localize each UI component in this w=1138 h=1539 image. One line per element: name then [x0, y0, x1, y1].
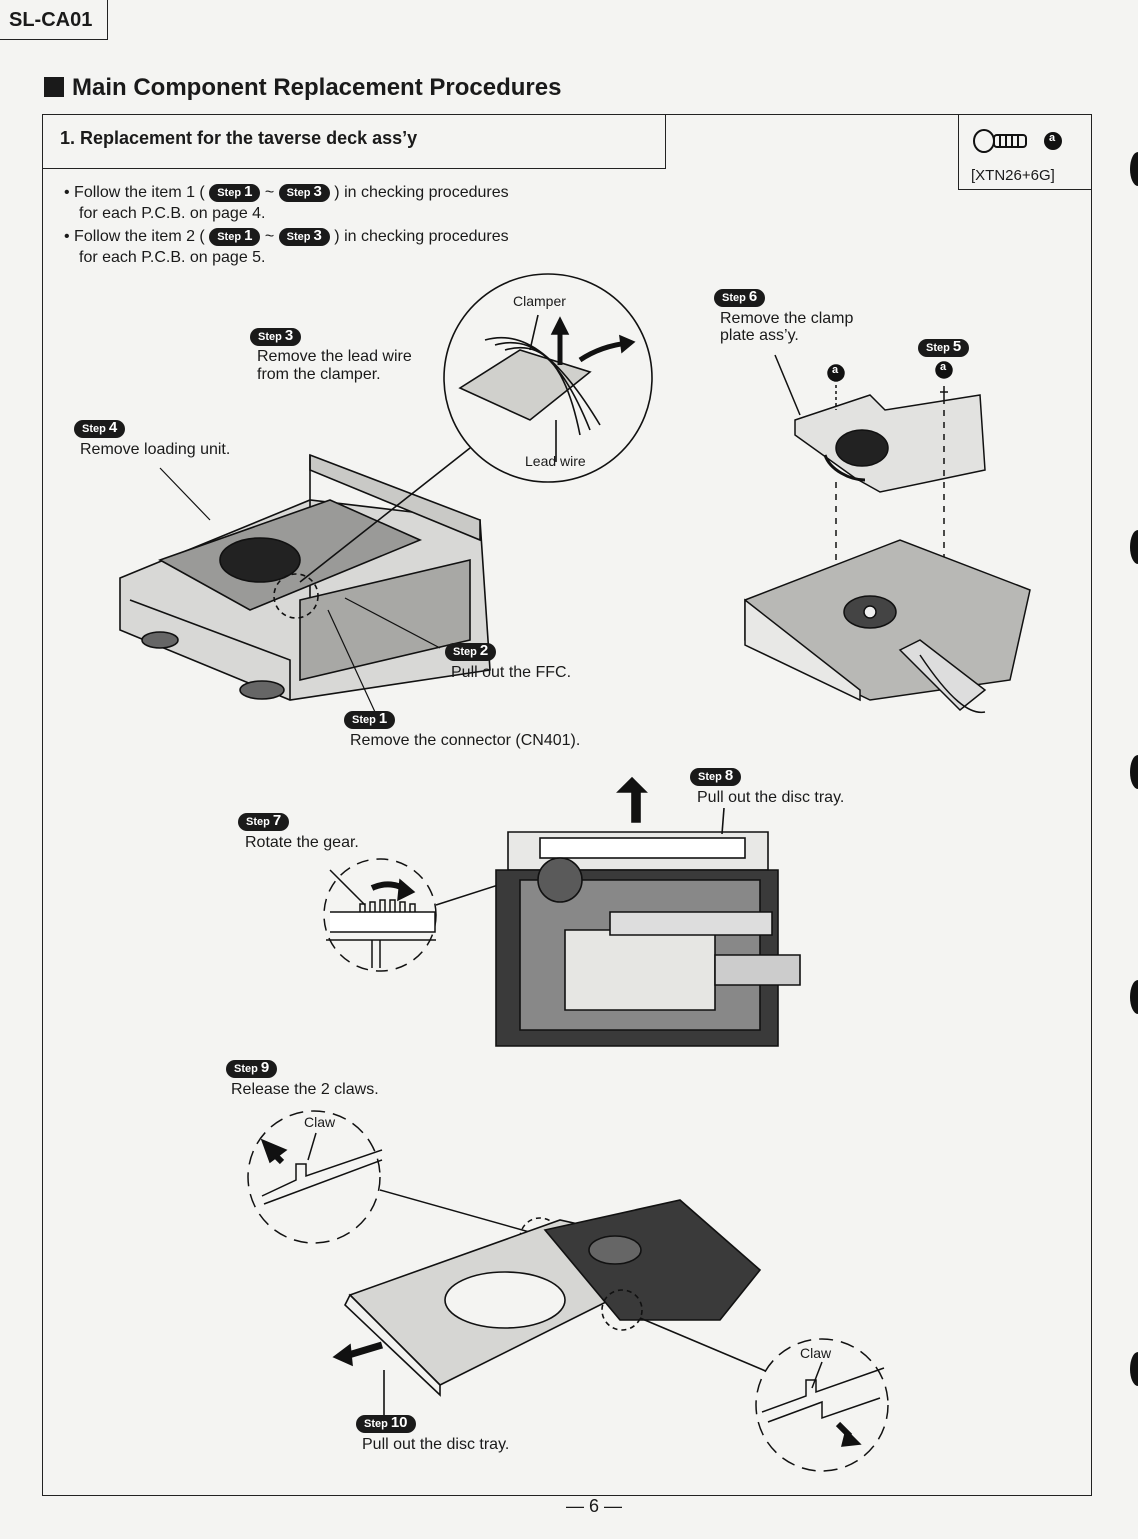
binder-hole-mark: [1130, 530, 1138, 564]
legend-screw-letter: a: [1049, 132, 1056, 144]
procedure-title: 1. Replacement for the taverse deck ass’…: [60, 128, 418, 148]
claw-label-2: Claw: [800, 1345, 832, 1361]
step-6-text-line1: Remove the clamp: [720, 310, 854, 327]
range-separator: ~: [264, 228, 275, 245]
screw-legend-box: [958, 114, 1092, 190]
step-7-text: Rotate the gear.: [245, 834, 359, 851]
step-6-text-line2: plate ass’y.: [720, 327, 799, 344]
binder-hole-mark: [1130, 152, 1138, 186]
instruction-1-line2: for each P.C.B. on page 4.: [79, 205, 266, 222]
traverse-deck-illustration-1: [744, 539, 1031, 714]
range-separator: ~: [264, 184, 275, 201]
leader-lines-top-left: [159, 467, 441, 713]
binder-hole-mark: [1130, 755, 1138, 789]
step-2-text: Pull out the FFC.: [451, 664, 572, 681]
screw-code: [XTN26+6G]: [971, 167, 1055, 184]
instruction-2-suffix: ) in checking procedures: [334, 228, 509, 245]
screw-a-label-2: a: [940, 361, 947, 373]
page-number: — 6 —: [566, 1496, 623, 1516]
step-9-text: Release the 2 claws.: [231, 1081, 379, 1098]
screw-a-label-1: a: [832, 364, 839, 376]
binder-hole-mark: [1130, 980, 1138, 1014]
claw-detail-1: [247, 1110, 561, 1259]
step-8-text: Pull out the disc tray.: [697, 789, 845, 806]
tray-illustration-middle: [495, 776, 801, 1047]
instruction-2-prefix: • Follow the item 2 (: [64, 228, 205, 245]
claw-detail-2: [755, 1338, 889, 1472]
claw-label-1: Claw: [304, 1114, 336, 1130]
step-10-text: Pull out the disc tray.: [362, 1436, 510, 1453]
heading-square-icon: [44, 77, 64, 97]
binder-hole-mark: [1130, 1352, 1138, 1386]
instruction-1-suffix: ) in checking procedures: [334, 184, 509, 201]
step-1-text: Remove the connector (CN401).: [350, 732, 581, 749]
section-title: Main Component Replacement Procedures: [72, 74, 562, 101]
clamper-label: Clamper: [513, 293, 566, 309]
lead-wire-label: Lead wire: [525, 453, 586, 469]
procedure-frame: [42, 114, 1092, 1496]
loading-unit-illustration: [119, 453, 491, 701]
screw-letter-a-icon: [1044, 132, 1062, 150]
gear-detail: [323, 858, 521, 972]
step-4-text: Remove loading unit.: [80, 441, 231, 458]
section-heading: Main Component Replacement Procedures: [44, 74, 561, 102]
screw-icon: [973, 129, 1027, 153]
instruction-1-prefix: • Follow the item 1 (: [64, 184, 205, 201]
step-3-text-line2: from the clamper.: [257, 366, 381, 383]
instruction-2-line2: for each P.C.B. on page 5.: [79, 249, 266, 266]
procedure-title-box: [42, 114, 666, 169]
model-tag: SL-CA01: [0, 0, 108, 40]
step-3-text-line1: Remove the lead wire: [257, 348, 412, 365]
tray-illustration-bottom: [332, 1199, 769, 1416]
clamp-plate-illustration: [774, 354, 986, 580]
clamper-detail: [299, 273, 653, 583]
